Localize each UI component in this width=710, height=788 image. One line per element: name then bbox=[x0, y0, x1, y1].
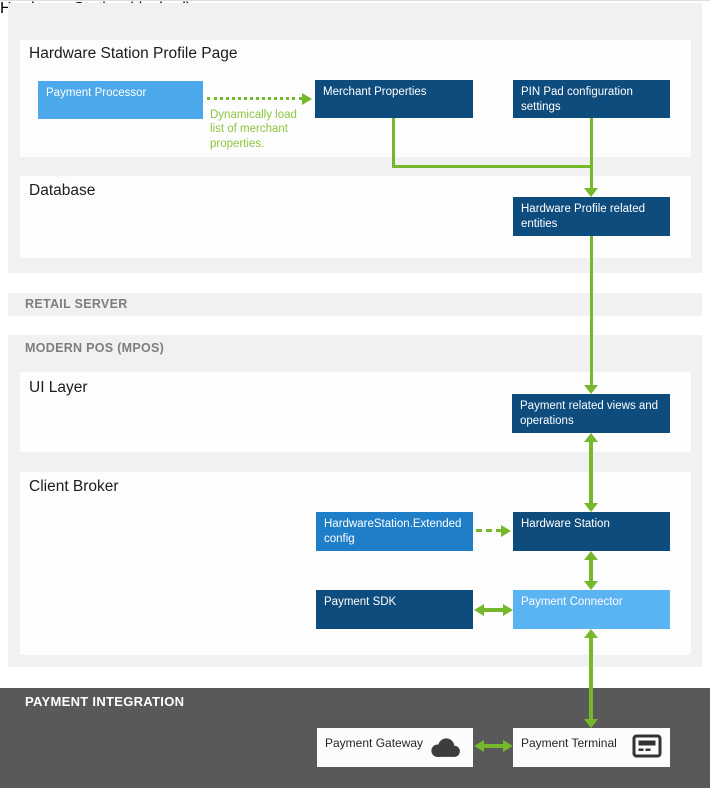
connector-config-to-station bbox=[476, 529, 502, 532]
node-label: Merchant Properties bbox=[323, 86, 427, 98]
node-label: Payment Terminal bbox=[521, 736, 617, 750]
connector-connector-terminal bbox=[589, 637, 593, 720]
node-label: Hardware Station bbox=[521, 518, 610, 530]
annotation-dynamic-load: Dynamically load list of merchant proper… bbox=[210, 109, 297, 150]
section-title-hardware-station-profile-page: Hardware Station Profile Page bbox=[29, 45, 238, 62]
connector-merchant-drop bbox=[392, 118, 395, 168]
section-title-database: Database bbox=[29, 182, 96, 199]
retail-server-band bbox=[8, 293, 702, 316]
section-title-ui-layer: UI Layer bbox=[29, 379, 88, 396]
arrowhead-right-icon bbox=[302, 93, 312, 105]
arrowhead-down-icon bbox=[584, 385, 598, 394]
node-hardware-station-extended-config: HardwareStation.Extended config bbox=[316, 512, 473, 551]
connector-merchant-horizontal bbox=[392, 165, 592, 168]
arrowhead-left-icon bbox=[474, 604, 484, 616]
node-label: Payment Connector bbox=[521, 596, 623, 608]
arrowhead-left-icon bbox=[474, 740, 484, 752]
arrowhead-down-icon bbox=[584, 503, 598, 512]
arrowhead-down-icon bbox=[584, 719, 598, 728]
arrowhead-right-icon bbox=[503, 740, 513, 752]
payment-terminal-icon bbox=[632, 734, 662, 761]
node-label: PIN Pad configuration settings bbox=[521, 86, 633, 113]
arrowhead-right-icon bbox=[501, 525, 511, 537]
node-label: Hardware Profile related entities bbox=[521, 203, 646, 230]
connector-pinpad-to-entities bbox=[590, 118, 593, 190]
arrowhead-up-icon bbox=[584, 551, 598, 560]
node-payment-connector: Payment Connector bbox=[513, 590, 670, 629]
node-label: Payment SDK bbox=[324, 596, 397, 608]
arrowhead-right-icon bbox=[503, 604, 513, 616]
node-payment-terminal: Payment Terminal bbox=[513, 728, 670, 767]
band-label-modern-pos: MODERN POS (MPOS) bbox=[25, 341, 165, 355]
node-payment-views: Payment related views and operations bbox=[512, 394, 670, 433]
arrowhead-down-icon bbox=[584, 581, 598, 590]
arrowhead-down-icon bbox=[584, 188, 598, 197]
connector-entities-to-views bbox=[590, 236, 593, 386]
section-title-client-broker: Client Broker bbox=[29, 478, 119, 495]
node-label: Payment Gateway bbox=[325, 736, 424, 750]
band-label-retail-server: RETAIL SERVER bbox=[25, 297, 128, 311]
node-hardware-station: Hardware Station bbox=[513, 512, 670, 551]
node-merchant-properties: Merchant Properties bbox=[315, 80, 473, 118]
node-payment-sdk: Payment SDK bbox=[316, 590, 473, 629]
node-label: HardwareStation.Extended config bbox=[324, 518, 462, 545]
cloud-icon bbox=[425, 734, 465, 763]
node-label: Payment related views and operations bbox=[520, 400, 659, 427]
node-hardware-profile-entities: Hardware Profile related entities bbox=[513, 197, 670, 236]
node-label: Payment Processor bbox=[46, 87, 147, 99]
band-label-payment-integration: PAYMENT INTEGRATION bbox=[25, 694, 185, 709]
connector-sdk-connector bbox=[483, 608, 504, 612]
connector-views-hardware-station bbox=[589, 441, 593, 504]
connector-gateway-terminal bbox=[483, 744, 504, 748]
connector-processor-to-merchant bbox=[207, 97, 302, 100]
connector-station-connector bbox=[589, 559, 593, 582]
arrowhead-up-icon bbox=[584, 629, 598, 638]
arrowhead-up-icon bbox=[584, 433, 598, 442]
node-payment-processor: Payment Processor bbox=[38, 81, 203, 119]
top-border-line bbox=[0, 0, 710, 1]
node-payment-gateway: Payment Gateway bbox=[317, 728, 473, 767]
node-pin-pad-configuration: PIN Pad configuration settings bbox=[513, 80, 670, 118]
